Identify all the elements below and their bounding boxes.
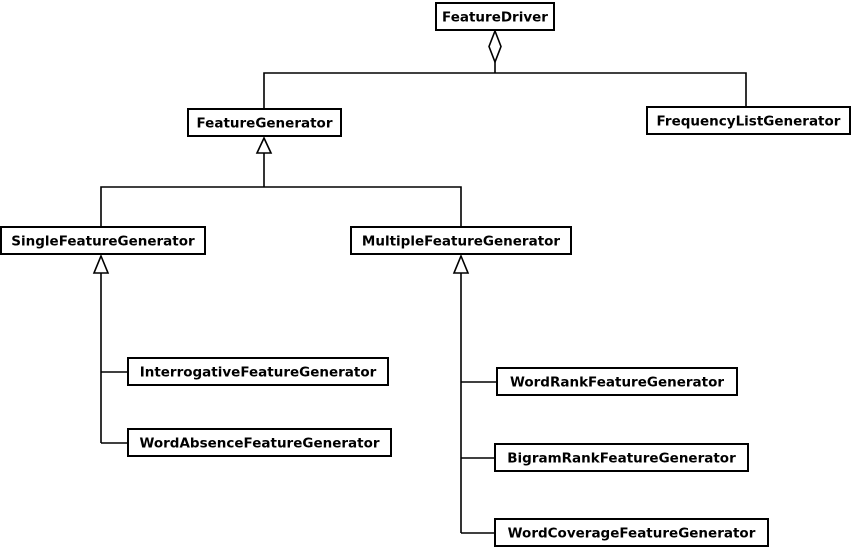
class-box-word-coverage-feature-generator: WordCoverageFeatureGenerator <box>494 518 769 547</box>
class-box-frequency-list-generator: FrequencyListGenerator <box>646 106 851 135</box>
class-box-interrogative-feature-generator: InterrogativeFeatureGenerator <box>127 357 389 386</box>
class-label-feature-generator: FeatureGenerator <box>197 116 333 132</box>
inheritance-edge-single-feature-generator <box>100 186 264 228</box>
class-box-feature-driver: FeatureDriver <box>435 2 555 31</box>
class-label-word-absence-feature-generator: WordAbsenceFeatureGenerator <box>139 436 379 452</box>
class-label-word-coverage-feature-generator: WordCoverageFeatureGenerator <box>508 526 756 542</box>
inheritance-edge-multiple-feature-generator <box>264 186 462 228</box>
aggregation-diamond <box>488 28 502 65</box>
class-box-feature-generator: FeatureGenerator <box>187 108 342 137</box>
class-box-multiple-feature-generator: MultipleFeatureGenerator <box>350 226 572 255</box>
aggregation-edge-feature-generator <box>263 72 495 110</box>
class-label-feature-driver: FeatureDriver <box>442 10 548 26</box>
inheritance-arrowhead-multiple-feature-generator <box>452 253 470 274</box>
class-box-bigram-rank-feature-generator: BigramRankFeatureGenerator <box>494 443 749 472</box>
class-label-single-feature-generator: SingleFeatureGenerator <box>11 234 195 250</box>
class-label-bigram-rank-feature-generator: BigramRankFeatureGenerator <box>507 451 736 467</box>
inheritance-arrowhead-feature-generator <box>255 136 273 154</box>
class-box-word-rank-feature-generator: WordRankFeatureGenerator <box>496 367 738 396</box>
inheritance-arrowhead-single-feature-generator <box>92 253 110 274</box>
aggregation-edge-frequency-list-generator <box>495 72 747 108</box>
class-box-word-absence-feature-generator: WordAbsenceFeatureGenerator <box>127 428 392 457</box>
class-box-single-feature-generator: SingleFeatureGenerator <box>0 226 206 255</box>
class-label-frequency-list-generator: FrequencyListGenerator <box>657 114 841 130</box>
class-label-multiple-feature-generator: MultipleFeatureGenerator <box>362 234 561 250</box>
class-label-interrogative-feature-generator: InterrogativeFeatureGenerator <box>140 365 377 381</box>
class-label-word-rank-feature-generator: WordRankFeatureGenerator <box>510 375 724 391</box>
